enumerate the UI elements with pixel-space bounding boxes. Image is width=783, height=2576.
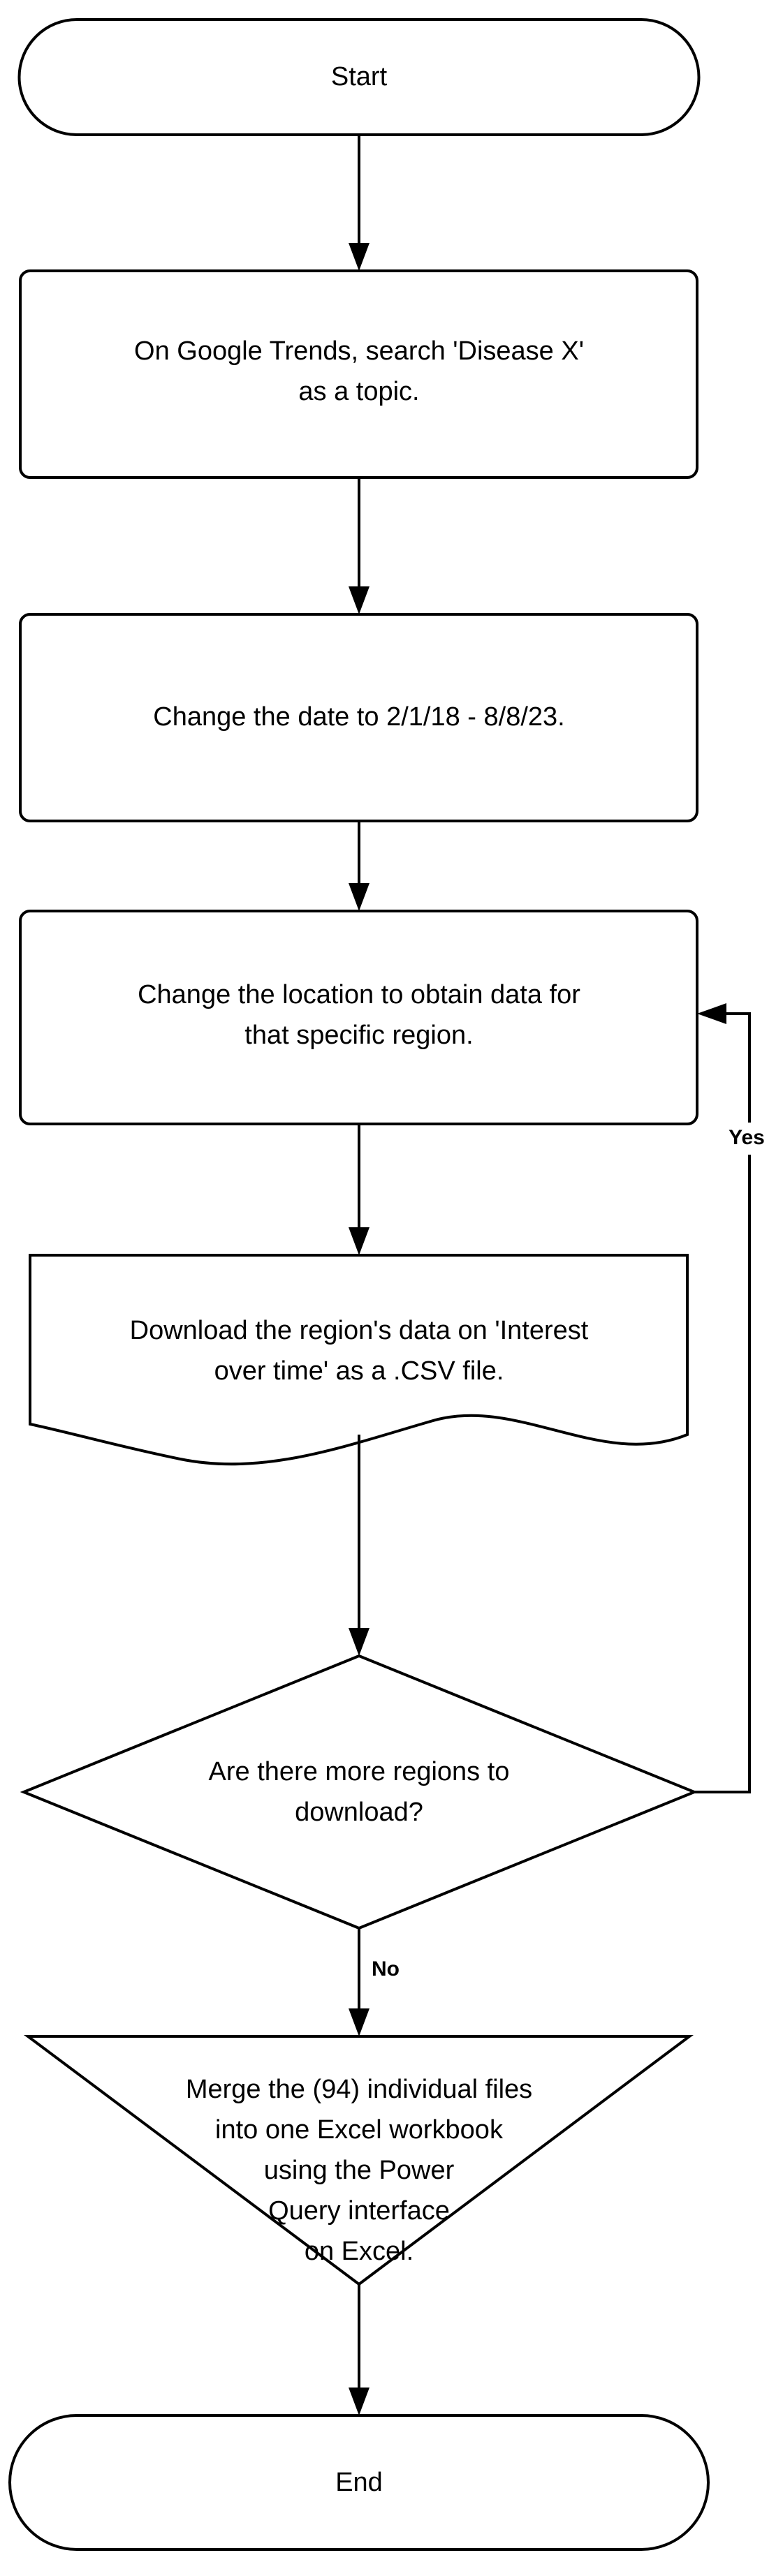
node-location[interactable]: Change the location to obtain data for t… bbox=[19, 910, 698, 1125]
download-label-line-2: over time' as a .CSV file. bbox=[214, 1356, 504, 1386]
arrow-head-icon bbox=[697, 1003, 726, 1024]
merge-label-line-5: on Excel. bbox=[305, 2237, 414, 2266]
location-label-line-2: that specific region. bbox=[244, 1021, 473, 1050]
edge-merge-to-end bbox=[349, 2284, 369, 2415]
yes-edge-line bbox=[694, 1012, 751, 1793]
node-download[interactable]: Download the region's data on 'Interest … bbox=[29, 1254, 689, 1466]
download-document-shape bbox=[29, 1254, 689, 1466]
merge-label-line-4: Query interface bbox=[268, 2196, 450, 2226]
download-label-line-1: Download the region's data on 'Interest bbox=[130, 1316, 589, 1345]
start-shape bbox=[17, 18, 701, 136]
yes-label-backdrop bbox=[719, 1123, 774, 1155]
location-label-line-1: Change the location to obtain data for bbox=[138, 980, 580, 1009]
arrow-head-icon bbox=[349, 586, 369, 614]
end-label: End bbox=[335, 2468, 383, 2497]
node-search[interactable]: On Google Trends, search 'Disease X' as … bbox=[19, 269, 698, 479]
merge-label-line-2: into one Excel workbook bbox=[215, 2115, 504, 2145]
node-decision[interactable]: Are there more regions to download? bbox=[20, 1654, 698, 1930]
merge-shape bbox=[23, 2035, 694, 2286]
search-label-line-1: On Google Trends, search 'Disease X' bbox=[134, 336, 584, 366]
node-merge[interactable]: Merge the (94) individual files into one… bbox=[23, 2035, 694, 2286]
edge-date-to-location bbox=[349, 821, 369, 911]
edge-download-to-decision bbox=[349, 1435, 369, 1656]
edge-decision-to-merge-no: No bbox=[349, 1928, 413, 2036]
arrow-head-icon bbox=[349, 1227, 369, 1255]
yes-edge-label: Yes bbox=[729, 1126, 765, 1149]
decision-label-line-1: Are there more regions to bbox=[209, 1757, 510, 1786]
arrow-head-icon bbox=[349, 2388, 369, 2415]
edge-decision-to-location-yes: Yes bbox=[694, 1003, 774, 1793]
edge-start-to-search bbox=[349, 135, 369, 271]
start-label: Start bbox=[331, 62, 388, 91]
arrow-head-icon bbox=[349, 883, 369, 911]
search-label-line-2: as a topic. bbox=[298, 377, 419, 406]
no-edge-label: No bbox=[372, 1957, 400, 1981]
arrow-head-icon bbox=[349, 1628, 369, 1656]
search-shape bbox=[19, 269, 698, 479]
node-date[interactable]: Change the date to 2/1/18 - 8/8/23. bbox=[19, 613, 698, 822]
arrow-head-icon bbox=[349, 243, 369, 271]
merge-label-line-1: Merge the (94) individual files bbox=[186, 2075, 532, 2104]
edge-search-to-date bbox=[349, 478, 369, 614]
merge-label-line-3: using the Power bbox=[264, 2156, 455, 2185]
date-label-line-1: Change the date to 2/1/18 - 8/8/23. bbox=[153, 702, 564, 732]
edge-location-to-download bbox=[349, 1124, 369, 1255]
end-shape bbox=[8, 2414, 710, 2551]
node-start[interactable]: Start bbox=[17, 18, 701, 136]
location-shape bbox=[19, 910, 698, 1125]
no-label-backdrop bbox=[363, 1955, 413, 1985]
decision-shape bbox=[20, 1654, 698, 1930]
decision-label-line-2: download? bbox=[295, 1798, 423, 1827]
arrow-head-icon bbox=[349, 2008, 369, 2036]
node-end[interactable]: End bbox=[8, 2414, 710, 2551]
